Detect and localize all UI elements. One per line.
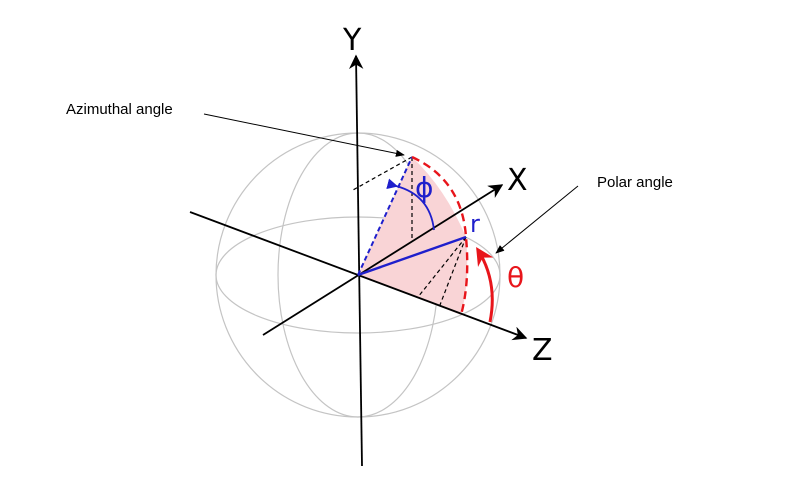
- polar-callout-text: Polar angle: [597, 174, 673, 191]
- polar-arc-dashed: [411, 155, 469, 316]
- polar-callout-line: [495, 185, 579, 254]
- z-axis-label: Z: [532, 333, 553, 368]
- projection-guides: [352, 156, 467, 306]
- guide-vertical-r: [439, 236, 467, 306]
- polar-sector-fill: [358, 237, 468, 315]
- polar-symbol: θ: [507, 261, 524, 294]
- y-axis-label: Y: [342, 23, 362, 58]
- azimuthal-angle-arc: [386, 178, 435, 231]
- azimuthal-projection-dashed: [357, 156, 413, 276]
- axes: [189, 54, 528, 467]
- polar-angle-arrow: [476, 246, 494, 323]
- x-axis: [262, 184, 504, 336]
- x-axis-label: X: [507, 163, 528, 198]
- azimuthal-symbol: ϕ: [415, 171, 433, 204]
- y-axis: [348, 54, 364, 467]
- radius-label: r: [470, 210, 480, 238]
- azimuthal-callout-text: Azimuthal angle: [66, 101, 173, 118]
- radius-vector: [357, 235, 467, 277]
- guide-horizontal-top: [352, 156, 413, 191]
- guide-diagonal-r: [417, 236, 467, 298]
- azimuthal-callout-line: [203, 113, 405, 157]
